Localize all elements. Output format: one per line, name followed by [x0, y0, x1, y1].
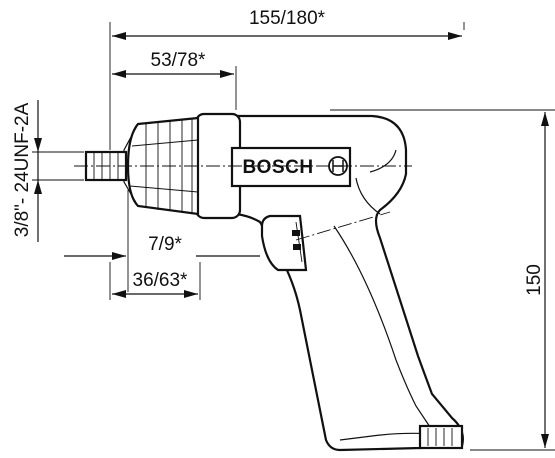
arrow-left — [112, 252, 126, 260]
grip-contour — [333, 149, 433, 431]
arrow-top — [34, 138, 42, 152]
brand-logo-text: BOSCH — [242, 157, 313, 178]
arrow-right — [448, 32, 462, 40]
dimension-overall-length: 155/180* — [109, 8, 465, 150]
arrow-bottom — [541, 434, 549, 448]
height-label: 150 — [524, 264, 545, 296]
trigger-mark-1 — [292, 230, 300, 236]
nameplate — [230, 146, 352, 188]
arrow-right — [184, 290, 198, 298]
trigger-line — [295, 221, 303, 263]
dimension-nose-length: 36/63* — [109, 262, 201, 300]
arrow-left — [112, 290, 126, 298]
thread-label: 3/8"- 24UNF-2A — [12, 102, 33, 237]
dimension-chuck-length: 53/78* — [112, 50, 237, 110]
dimension-thread: 3/8"- 24UNF-2A — [12, 100, 84, 242]
trigger-mark-2 — [293, 244, 301, 250]
grip-axis-line — [295, 211, 391, 241]
arrow-top — [541, 112, 549, 126]
arrow-left — [112, 70, 126, 78]
chuck-length-label: 53/78* — [151, 50, 207, 71]
drill-body: BOSCH — [74, 112, 464, 452]
exhaust-block — [418, 424, 464, 450]
arrow-left — [112, 32, 126, 40]
dimension-height: 150 — [330, 109, 555, 451]
trigger — [260, 214, 308, 272]
spindle-offset-label: 7/9* — [148, 234, 182, 255]
arrow-right — [220, 70, 234, 78]
arrow-bottom — [34, 180, 42, 194]
exhaust-knurl — [418, 424, 464, 450]
nose-length-label: 36/63* — [133, 270, 189, 291]
overall-length-label: 155/180* — [249, 8, 326, 29]
dimension-spindle-offset: 7/9* — [64, 190, 260, 292]
